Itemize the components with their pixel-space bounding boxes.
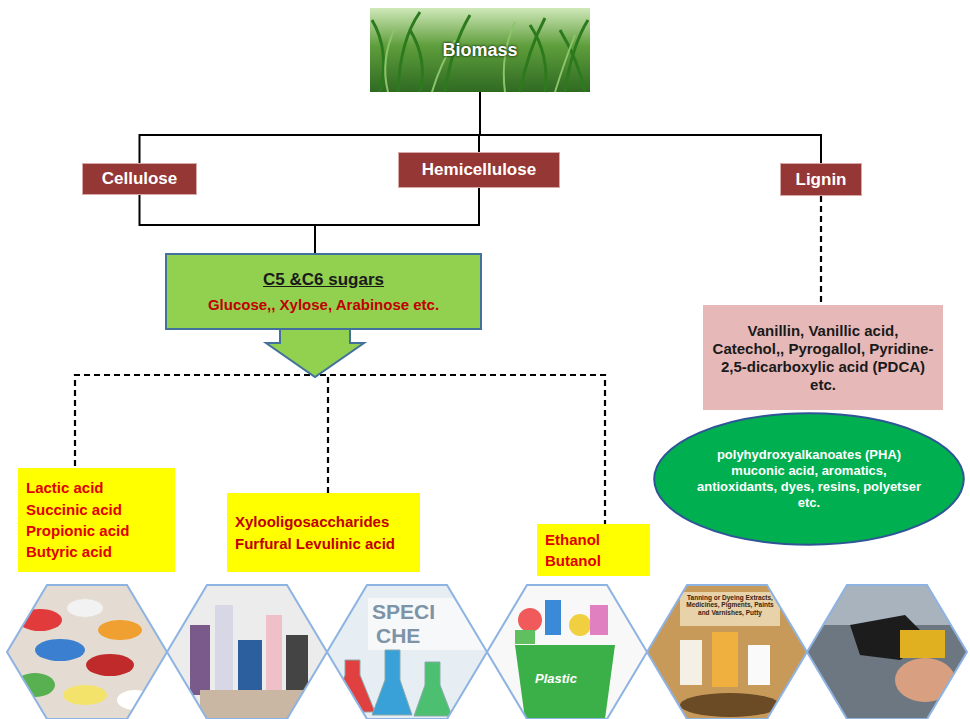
plastic-picture [487,585,647,719]
block-arrow [266,329,364,377]
ellipse-shape [654,413,964,544]
hexagon-frames [7,585,967,719]
grass-highlights [385,22,575,92]
hand [895,658,955,702]
node-text: Xylooligosaccharides Furfural Levulinic … [235,511,412,554]
pill [67,599,103,617]
node-text: Ethanol Butanol [545,529,642,572]
dyes-picture [647,585,807,719]
pills-picture [7,585,167,719]
bottle [190,625,210,695]
product-box: Vanillin, Vanillic acid, Catechol,, Pyro… [703,305,943,410]
cosmetics-picture [167,585,327,719]
pill [63,685,107,705]
jar [748,645,770,685]
process-box: Cellulose [82,163,197,195]
fuel-picture [807,585,967,719]
pill [18,609,62,631]
product-box: Lactic acid Succinic acid Propionic acid… [18,468,175,572]
node-text: Biomass [442,39,517,62]
cosmetics-ground [167,585,327,719]
product-box: Ethanol Butanol [537,524,650,576]
sugars-box: C5 &C6 sugarsGlucose,, Xylose, Arabinose… [165,253,482,330]
plastic-item [515,630,535,644]
connector-line [140,195,316,253]
recycle-bin [515,645,615,719]
node-text: C5 &C6 sugars [263,269,384,290]
plastic-item [569,614,591,636]
dyes-ground [647,585,807,719]
dashed-connector [820,196,822,305]
chemicals-ground [327,585,487,719]
seeds [680,693,780,717]
plastic-item [545,600,561,635]
connector-line [315,188,479,253]
pills-ground [7,585,167,719]
jar [712,632,738,687]
node-text: Vanillin, Vanillic acid, Catechol,, Pyro… [711,322,935,394]
node-text: polyhydroxyalkanoates (PHA) muconic acid… [694,447,924,510]
node-text: Lactic acid Succinic acid Propionic acid… [26,477,167,562]
bottle [266,615,282,700]
process-box: Lignin [780,163,862,196]
node-text: Hemicellulose [422,159,536,180]
sign-text: CHE [376,624,476,648]
plastic-item [518,608,542,632]
process-box: Hemicellulose [398,152,560,188]
nozzle-grip [900,630,945,658]
plastic-ground [487,585,647,719]
shelf [200,690,310,719]
product-ellipse: polyhydroxyalkanoates (PHA) muconic acid… [652,412,966,546]
label-panel [680,592,780,626]
car-body [807,585,967,719]
chemicals-picture [327,585,488,719]
pill [35,639,85,661]
biomass-node: Biomass [370,8,590,92]
flask [372,650,412,715]
bin-label: Plastic [535,672,605,687]
tiny-caption: Tanning or Dyeing Extracts, Medicines, P… [683,594,777,616]
node-subtext: Glucose,, Xylose, Arabinose etc. [208,296,439,315]
node-text: Cellulose [102,168,178,189]
grass-ground [370,8,590,92]
sign-text: SPECI [372,600,484,624]
pill [98,620,142,640]
pill [86,654,134,676]
jar [680,640,702,685]
biomass-photo [370,8,590,92]
bottle [215,605,233,695]
grass-blades [372,12,588,92]
node-text: Lignin [796,169,847,190]
plastic-item [590,605,608,635]
flask [414,662,452,716]
product-box: Xylooligosaccharides Furfural Levulinic … [227,493,420,572]
